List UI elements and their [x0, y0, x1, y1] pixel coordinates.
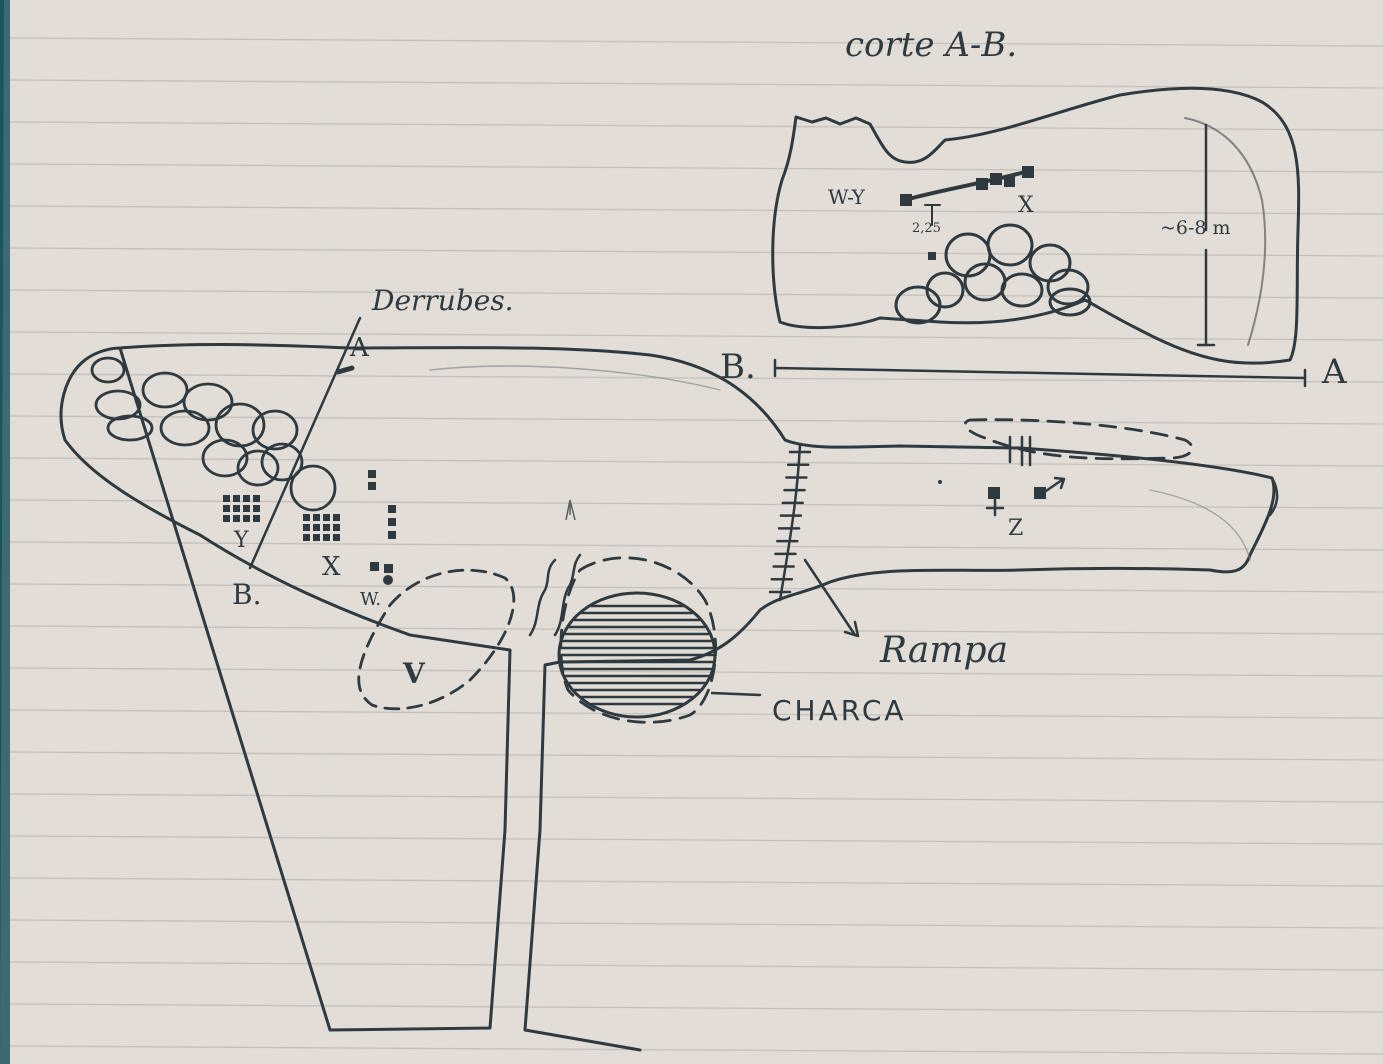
find-marker-y — [233, 505, 240, 512]
section-find-marker — [1022, 166, 1034, 178]
find-marker-w — [384, 564, 393, 573]
find-marker-y — [243, 505, 250, 512]
find-marker — [388, 518, 396, 526]
find-marker-y — [243, 495, 250, 502]
find-marker-z — [1034, 487, 1046, 499]
label-y: Y — [233, 528, 249, 553]
find-marker-y — [243, 515, 250, 522]
find-marker-x — [303, 534, 310, 541]
section-label-w-y: W-Y — [828, 185, 866, 209]
find-marker — [388, 531, 396, 539]
find-marker-y — [233, 515, 240, 522]
label-charca: CHARCA — [772, 694, 907, 727]
section-label-x: X — [1018, 193, 1034, 218]
find-marker-x — [303, 514, 310, 521]
label-x: X — [322, 552, 341, 582]
find-marker-x — [333, 534, 340, 541]
find-marker-x — [313, 524, 320, 531]
label-point-a: A — [349, 333, 370, 363]
find-marker-x — [333, 514, 340, 521]
charca-hatching — [561, 606, 713, 704]
label-w: W. — [360, 589, 381, 610]
section-depth-value: 2,25 — [912, 221, 941, 236]
find-marker-y — [253, 515, 260, 522]
find-marker-y — [223, 505, 230, 512]
section-end-b: B. — [720, 347, 756, 387]
label-v: V — [402, 657, 426, 690]
find-marker — [368, 482, 376, 490]
find-marker-z — [988, 487, 1000, 499]
find-marker-x — [323, 534, 330, 541]
find-marker-y — [223, 495, 230, 502]
section-depth-note: ~6-8 m — [1160, 217, 1231, 239]
find-marker-x — [323, 514, 330, 521]
find-marker-w — [383, 575, 393, 585]
page-edge-shadow — [0, 0, 10, 1064]
find-marker-w — [370, 562, 379, 571]
find-marker-x — [303, 524, 310, 531]
find-marker — [368, 470, 376, 478]
section-title: corte A-B. — [845, 25, 1017, 65]
label-z: Z — [1008, 516, 1023, 541]
find-marker-y — [233, 495, 240, 502]
label-derrubes: Derrubes. — [371, 284, 514, 317]
find-marker — [388, 505, 396, 513]
section-find-marker — [976, 178, 988, 190]
section-find-marker — [1004, 176, 1015, 187]
find-marker-y — [253, 495, 260, 502]
label-rampa: Rampa — [879, 630, 1008, 671]
find-marker-y — [223, 515, 230, 522]
find-marker-x — [313, 514, 320, 521]
section-find-marker — [928, 252, 936, 260]
pencil-dot — [938, 480, 942, 484]
find-marker-x — [333, 524, 340, 531]
find-marker-x — [313, 534, 320, 541]
section-find-marker — [900, 194, 912, 206]
section-find-marker — [990, 173, 1002, 185]
find-marker-y — [253, 505, 260, 512]
label-point-b: B. — [232, 578, 261, 611]
section-end-a: A — [1321, 352, 1347, 392]
find-marker-x — [323, 524, 330, 531]
